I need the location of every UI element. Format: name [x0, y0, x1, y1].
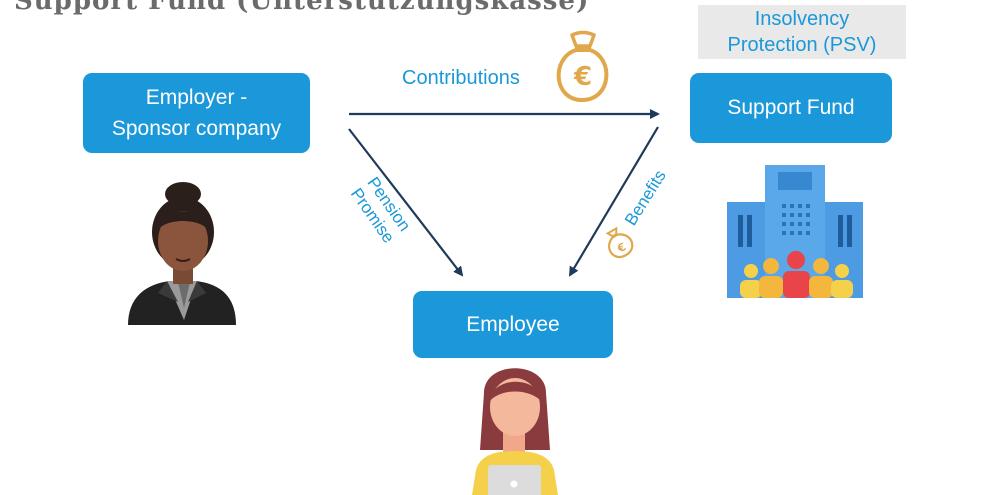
support-fund-node: Support Fund [690, 73, 892, 143]
employer-line-2: Sponsor company [111, 117, 282, 140]
page-title: Support Fund (Unterstützungskasse) [14, 0, 590, 16]
support-fund-label: Support Fund [727, 96, 855, 120]
employer-node: Employer - Sponsor company [83, 73, 310, 153]
employee-label: Employee [466, 312, 560, 336]
benefits-arrow [568, 126, 659, 277]
people-group [740, 251, 853, 298]
psv-line-1: Insolvency [754, 8, 850, 30]
contributions-label: Contributions [402, 67, 520, 89]
insolvency-protection-label: Insolvency Protection (PSV) [698, 5, 906, 59]
employer-line-1: Employer - [145, 85, 248, 109]
pension-promise-arrow [348, 128, 464, 277]
psv-line-2: Protection (PSV) [727, 34, 877, 56]
euro-symbol: € [573, 62, 592, 92]
employee-node: Employee [413, 291, 613, 358]
